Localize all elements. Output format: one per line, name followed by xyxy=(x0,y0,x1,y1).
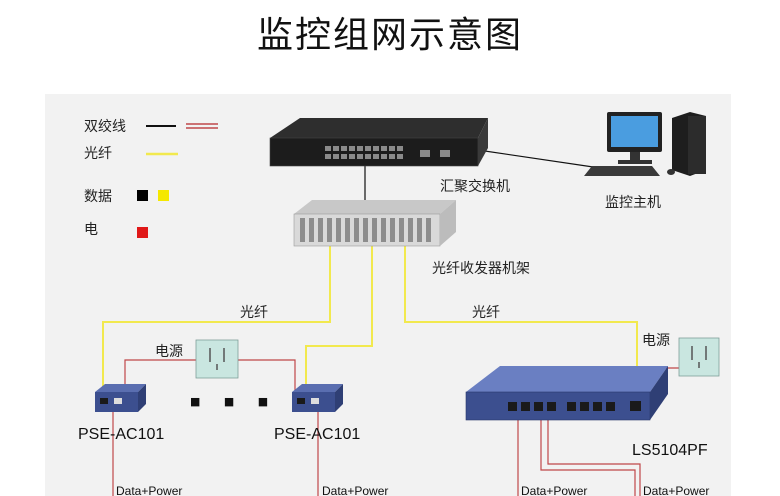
data-power-label-1: Data+Power xyxy=(116,484,182,496)
fiber-line-mid xyxy=(305,240,373,388)
monitor-host-label: 监控主机 xyxy=(605,195,661,211)
poe-switch-label: LS5104PF xyxy=(632,442,708,459)
page-title: 监控组网示意图 xyxy=(256,15,523,56)
aggregation-switch-label: 汇聚交换机 xyxy=(440,178,510,195)
legend-data-yellow-swatch xyxy=(158,190,169,201)
fiber-label-right: 光纤 xyxy=(472,305,500,321)
downlink-4 xyxy=(547,418,641,496)
poe-switch xyxy=(465,366,668,421)
power-source-label-left: 电源 xyxy=(155,344,183,360)
legend: 双绞线 光纤 数据 电 xyxy=(84,118,218,238)
legend-fiber-label: 光纤 xyxy=(84,146,112,162)
legend-power-red-swatch xyxy=(137,227,148,238)
pse-unit-mid xyxy=(292,384,343,412)
ellipsis-label: ■ ■ ■ xyxy=(190,395,278,408)
pse-left-label: PSE-AC101 xyxy=(78,426,164,443)
downlink-5 xyxy=(540,418,636,496)
pse-mid-label: PSE-AC101 xyxy=(274,426,360,443)
power-line-left-b xyxy=(238,359,296,392)
legend-twisted-pair-label: 双绞线 xyxy=(84,118,126,135)
power-outlet-left xyxy=(195,339,239,379)
data-power-label-4: Data+Power xyxy=(643,484,709,496)
fiber-rack xyxy=(293,200,456,247)
ellipsis-dots: ■ ■ ■ xyxy=(190,395,278,408)
aggregation-switch xyxy=(269,118,488,167)
fiber-line-left xyxy=(102,240,331,388)
fiber-label-left: 光纤 xyxy=(240,305,268,321)
monitor-host xyxy=(584,112,706,176)
data-power-label-3: Data+Power xyxy=(521,484,587,496)
legend-power-label: 电 xyxy=(84,222,98,238)
data-power-label-2: Data+Power xyxy=(322,484,388,496)
pse-unit-left xyxy=(95,384,146,412)
power-line-left-a xyxy=(124,359,196,392)
legend-data-label: 数据 xyxy=(84,189,112,205)
power-outlet-right xyxy=(678,337,720,377)
switch-to-host-line xyxy=(477,149,601,169)
legend-data-black-swatch xyxy=(137,190,148,201)
fiber-rack-label: 光纤收发器机架 xyxy=(432,261,530,277)
power-source-label-right: 电源 xyxy=(642,333,670,349)
